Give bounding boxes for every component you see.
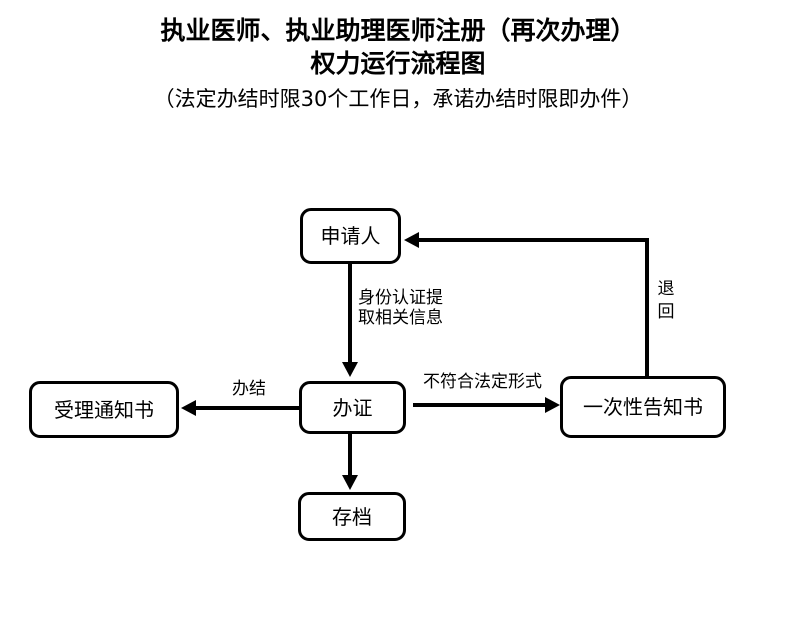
node-acceptance-notice[interactable]: 受理通知书 bbox=[29, 381, 179, 438]
node-process-cert[interactable]: 办证 bbox=[299, 381, 406, 434]
edge-one-time-notice-to-applicant-vline bbox=[645, 238, 649, 378]
edge-label-completed: 办结 bbox=[232, 379, 266, 399]
edge-applicant-to-process-cert-line bbox=[348, 264, 352, 364]
node-one-time-notice[interactable]: 一次性告知书 bbox=[560, 376, 726, 438]
edge-process-cert-to-acceptance-line bbox=[196, 406, 299, 410]
title-line-1: 执业医师、执业助理医师注册（再次办理） bbox=[160, 16, 636, 45]
page-subtitle: （法定办结时限30个工作日，承诺办结时限即办件） bbox=[153, 87, 643, 111]
edge-label-identity-verification-line1: 身份认证提 bbox=[358, 288, 443, 308]
edge-applicant-to-process-cert-arrowhead bbox=[342, 362, 358, 377]
edge-process-cert-to-one-time-notice-arrowhead bbox=[545, 397, 560, 413]
edge-process-cert-to-archive-line bbox=[348, 434, 352, 477]
edge-process-cert-to-acceptance-arrowhead bbox=[181, 400, 196, 416]
node-applicant[interactable]: 申请人 bbox=[300, 208, 401, 264]
title-line-2: 权力运行流程图 bbox=[310, 49, 486, 78]
edge-label-identity-verification: 身份认证提 取相关信息 bbox=[358, 288, 443, 328]
edge-label-return: 退 回 bbox=[656, 278, 676, 324]
edge-one-time-notice-to-applicant-arrowhead bbox=[404, 232, 419, 248]
edge-label-return-char1: 退 bbox=[657, 279, 675, 299]
page-title: 执业医师、执业助理医师注册（再次办理） 权力运行流程图 （法定办结时限30个工作… bbox=[0, 14, 796, 114]
edge-label-identity-verification-line2: 取相关信息 bbox=[358, 308, 443, 328]
edge-one-time-notice-to-applicant-hline bbox=[418, 238, 649, 242]
node-archive[interactable]: 存档 bbox=[298, 492, 406, 541]
edge-label-return-char2: 回 bbox=[657, 302, 675, 322]
edge-process-cert-to-archive-arrowhead bbox=[342, 475, 358, 490]
edge-process-cert-to-one-time-notice-line bbox=[413, 403, 545, 407]
edge-label-not-conform-legal-form: 不符合法定形式 bbox=[423, 372, 542, 392]
